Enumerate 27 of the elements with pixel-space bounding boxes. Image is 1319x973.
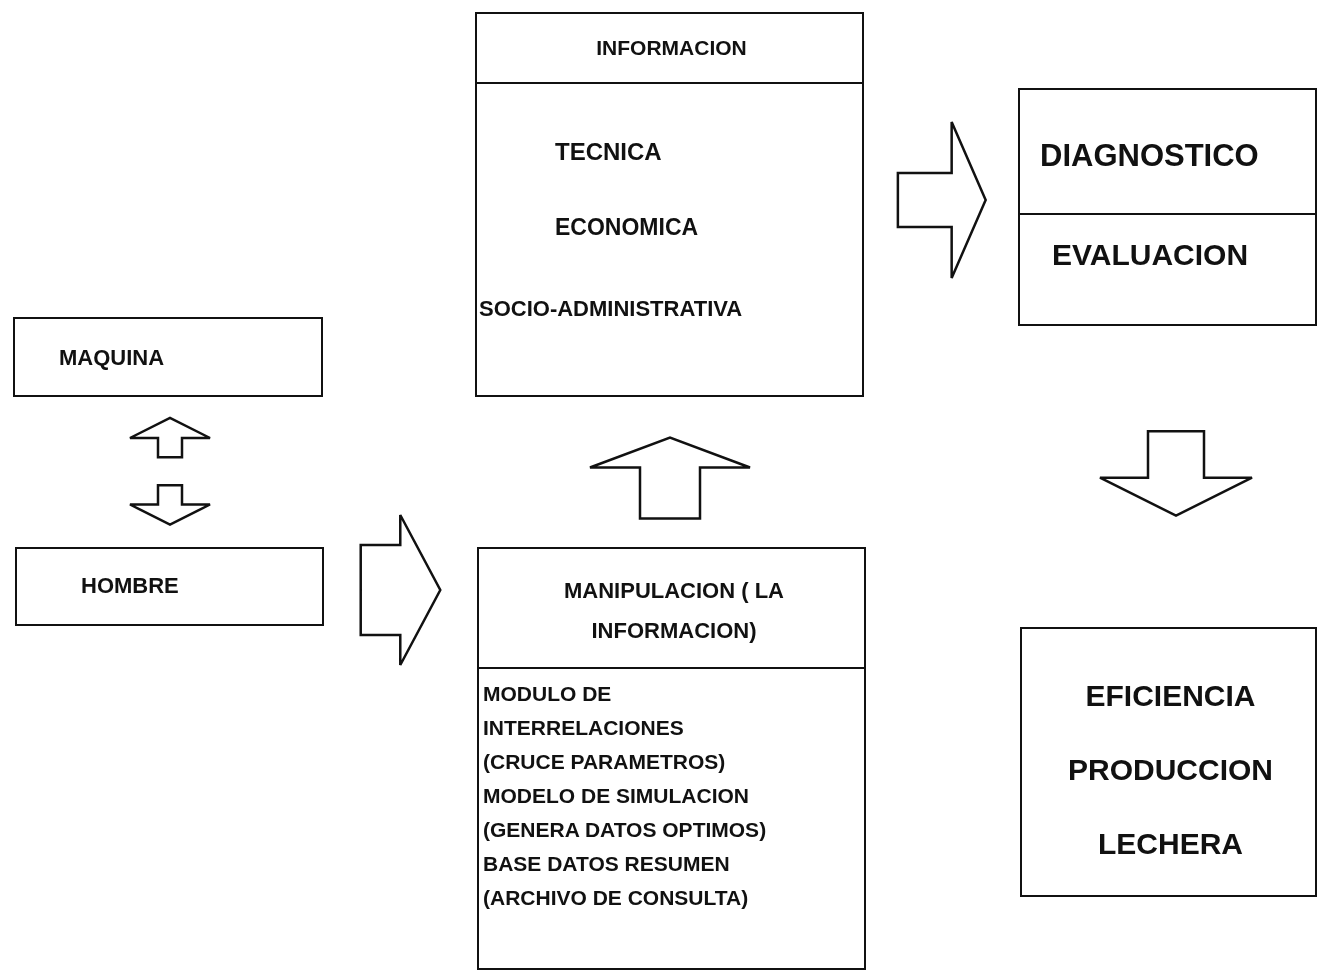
heading-text: EFICIENCIA PRODUCCION LECHERA bbox=[1067, 678, 1274, 862]
process-box bbox=[1020, 627, 1317, 897]
process-box bbox=[1018, 88, 1317, 326]
heading-text: DIAGNOSTICO bbox=[1040, 138, 1259, 174]
item-text: EVALUACION bbox=[1052, 238, 1249, 272]
item-text: BASE DATOS RESUMEN bbox=[483, 851, 730, 877]
block-arrow bbox=[896, 120, 988, 280]
block-arrow bbox=[128, 416, 212, 526]
process-box bbox=[475, 12, 864, 397]
heading-text: HOMBRE bbox=[81, 573, 179, 599]
item-text: TECNICA bbox=[555, 138, 662, 166]
item-text: (ARCHIVO DE CONSULTA) bbox=[483, 885, 749, 911]
item-text: ECONOMICA bbox=[555, 214, 699, 241]
process-box bbox=[477, 547, 866, 970]
item-text: MODELO DE SIMULACION bbox=[483, 783, 749, 809]
heading-text: MAQUINA bbox=[59, 345, 165, 371]
heading-text: MANIPULACION ( LA INFORMACION) bbox=[563, 577, 785, 645]
item-text: (GENERA DATOS OPTIMOS) bbox=[483, 817, 767, 843]
block-arrow bbox=[1098, 430, 1254, 518]
block-arrow bbox=[588, 436, 752, 520]
process-box bbox=[15, 547, 324, 626]
item-text: (CRUCE PARAMETROS) bbox=[483, 749, 726, 775]
item-text: MODULO DE INTERRELACIONES bbox=[483, 681, 685, 741]
process-box bbox=[13, 317, 323, 397]
block-arrow bbox=[359, 513, 442, 667]
item-text: SOCIO-ADMINISTRATIVA bbox=[479, 296, 743, 322]
heading-text: INFORMACION bbox=[595, 36, 748, 60]
